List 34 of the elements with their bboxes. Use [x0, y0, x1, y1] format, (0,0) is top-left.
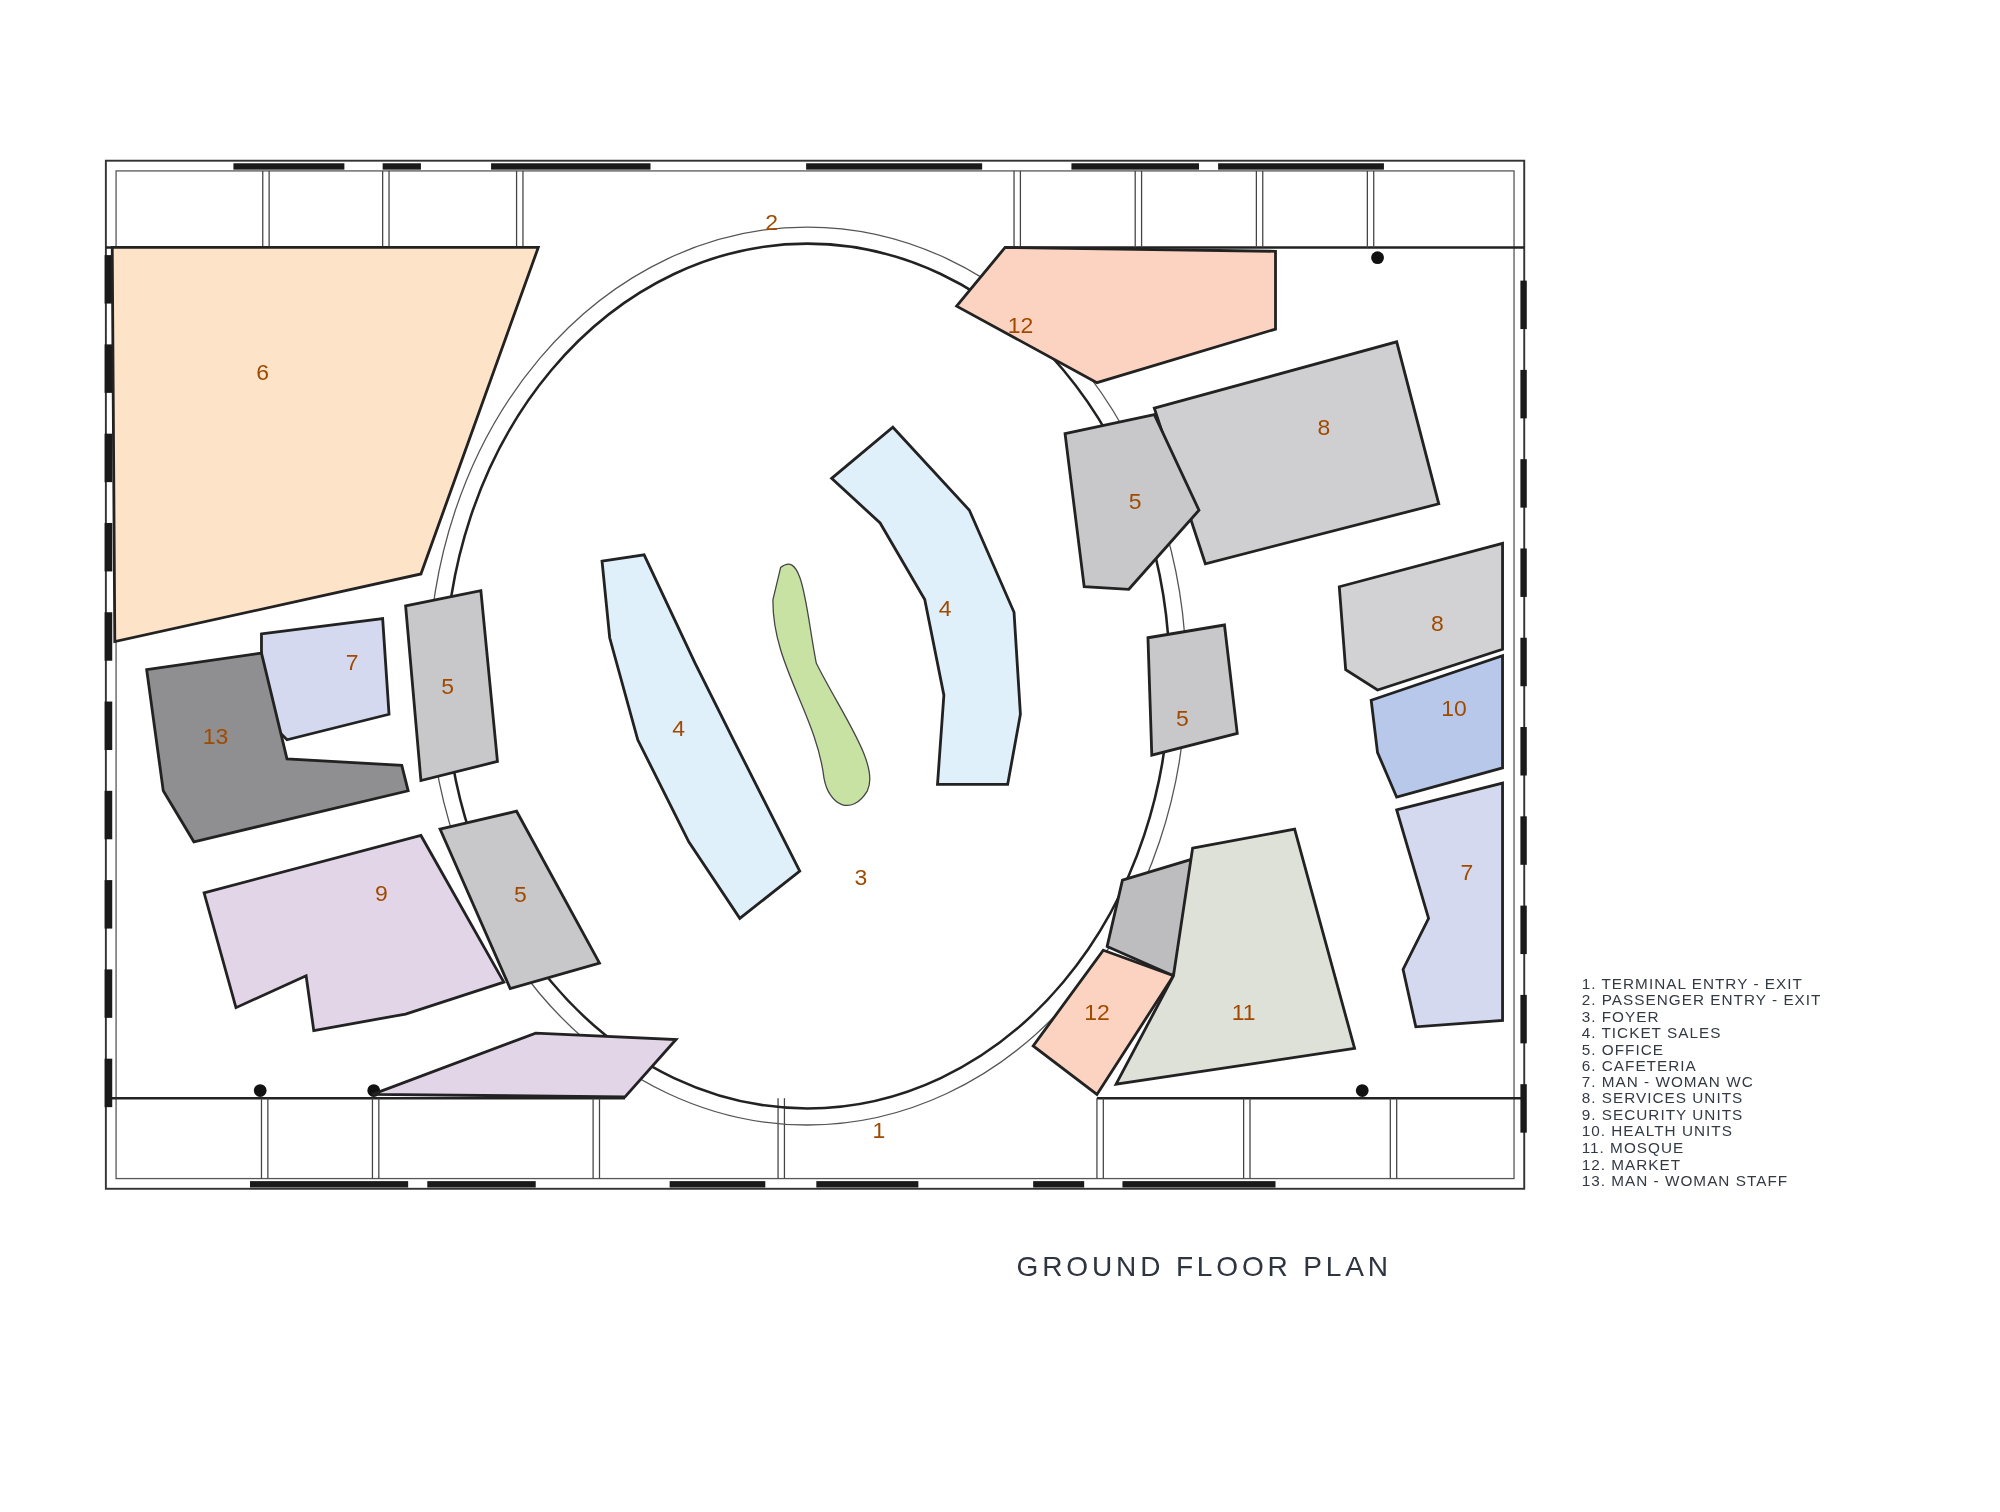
key-entry: 5. OFFICE — [1581, 1041, 1664, 1057]
room-number: 8 — [1317, 415, 1331, 439]
key-entry: 3. FOYER — [1581, 1008, 1660, 1024]
room-number: 9 — [375, 881, 388, 905]
key-entry: 9. SECURITY UNITS — [1581, 1107, 1744, 1123]
room-number: 12 — [1084, 1001, 1110, 1025]
room-number: 4 — [672, 716, 685, 740]
key-entry: 2. PASSENGER ENTRY - EXIT — [1581, 992, 1822, 1008]
key-entry: 13. MAN - WOMAN STAFF — [1581, 1173, 1789, 1189]
key-entry: 1. TERMINAL ENTRY - EXIT — [1581, 975, 1803, 992]
room-number: 6 — [256, 360, 270, 384]
room-number: 10 — [1441, 696, 1467, 720]
key-entry: 10. HEALTH UNITS — [1581, 1123, 1733, 1140]
room-number: 5 — [1176, 706, 1189, 730]
entry-number: 1 — [872, 1118, 886, 1142]
key-entry: 12. MARKET — [1581, 1156, 1682, 1173]
room-number: 5 — [514, 882, 527, 906]
key-entry: 6. CAFETERIA — [1581, 1058, 1697, 1074]
room-number: 7 — [345, 650, 359, 674]
room-number: 5 — [1128, 489, 1142, 513]
plan-title: GROUND FLOOR PLAN — [1016, 1252, 1392, 1281]
room-number: 13 — [202, 724, 229, 748]
entry-number: 2 — [765, 210, 779, 234]
room-number: 7 — [1460, 860, 1474, 884]
key-entry: 7. MAN - WOMAN WC — [1581, 1074, 1754, 1090]
key-entry: 8. SERVICES UNITS — [1581, 1090, 1744, 1107]
room-number: 4 — [938, 596, 952, 620]
key-entry: 4. TICKET SALES — [1581, 1025, 1722, 1041]
room-number: 3 — [854, 866, 868, 890]
room-number: 12 — [1007, 313, 1034, 337]
room-number: 11 — [1231, 1001, 1256, 1025]
room-number: 8 — [1431, 612, 1444, 636]
room-number: 5 — [441, 674, 455, 698]
key-entry: 11. MOSQUE — [1581, 1140, 1685, 1156]
